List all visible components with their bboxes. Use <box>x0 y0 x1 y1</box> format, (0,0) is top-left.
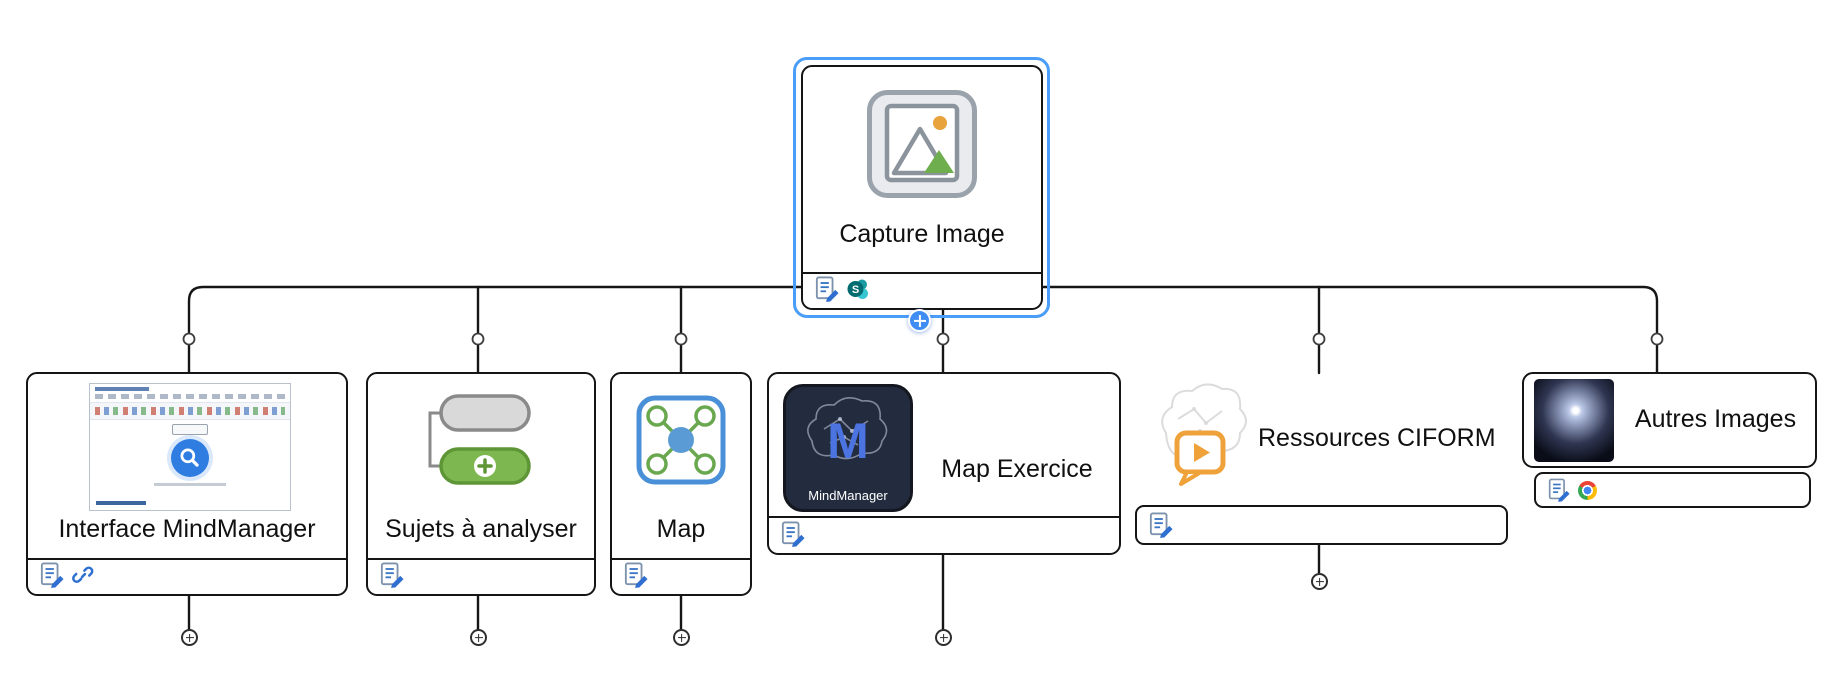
map-icon <box>636 395 726 485</box>
topic-ressources-ciform[interactable]: Ressources CIFORM <box>1135 372 1508 545</box>
topic-map-exercice[interactable]: M MindManager Map Exercice <box>767 372 1121 555</box>
brain-photo <box>1534 379 1614 462</box>
thumbnail-text-line <box>154 483 226 486</box>
video-callout-icon <box>1174 430 1226 486</box>
topic-interface-mindmanager[interactable]: Interface MindManager <box>26 372 348 596</box>
topic-autres-images[interactable]: Autres Images <box>1522 372 1817 468</box>
branch-junction-dot <box>936 332 950 346</box>
add-subtopic-button[interactable] <box>470 629 487 646</box>
topic-label: Map Exercice <box>941 455 1093 483</box>
thumbnail-titlebar <box>95 387 149 391</box>
note-icon[interactable] <box>380 562 404 588</box>
topic-divider <box>612 558 750 560</box>
topic-icon-strip <box>781 521 805 547</box>
link-icon[interactable] <box>72 564 95 587</box>
topic-divider <box>28 558 346 560</box>
thumbnail-menu <box>95 394 285 399</box>
note-icon[interactable] <box>781 521 805 547</box>
topic-icon-strip <box>624 562 648 588</box>
topic-icon-strip <box>380 562 404 588</box>
svg-text:S: S <box>852 284 859 296</box>
topic-divider <box>769 516 1119 518</box>
thumbnail-link-line <box>96 501 146 505</box>
topic-map[interactable]: Map <box>610 372 752 596</box>
topic-icon-strip <box>40 562 95 588</box>
mindmanager-m: M <box>827 413 869 469</box>
note-icon[interactable] <box>1149 512 1173 538</box>
topic-label: Sujets à analyser <box>385 515 577 543</box>
add-subtopic-button[interactable] <box>1311 573 1328 590</box>
topic-label: Autres Images <box>1634 405 1797 433</box>
brain-network-graphic <box>807 397 888 460</box>
topic-icon-strip: S <box>815 276 869 302</box>
topic-label: Interface MindManager <box>58 515 316 543</box>
add-subtopic-button[interactable] <box>181 629 198 646</box>
note-icon[interactable] <box>624 562 648 588</box>
thumbnail-button <box>172 424 208 435</box>
topic-label: Map <box>656 515 706 543</box>
topic-icon-strip <box>1534 472 1811 508</box>
mindmanager-logo: M MindManager <box>783 384 913 512</box>
topic-capture-image[interactable]: Capture Image S <box>801 65 1043 310</box>
thumbnail-ribbon <box>90 402 290 420</box>
sharepoint-icon[interactable]: S <box>847 278 869 300</box>
insert-subtopic-handle[interactable] <box>908 309 931 332</box>
topic-label: Ressources CIFORM <box>1258 424 1496 452</box>
mindmanager-wordmark: MindManager <box>808 488 888 503</box>
branch-junction-dot <box>674 332 688 346</box>
branch-junction-dot <box>182 332 196 346</box>
topic-sujets-a-analyser[interactable]: Sujets à analyser <box>366 372 596 596</box>
branch-junction-dot <box>471 332 485 346</box>
note-icon[interactable] <box>1548 478 1570 502</box>
note-icon[interactable] <box>815 276 839 302</box>
search-icon <box>171 439 209 477</box>
note-icon[interactable] <box>40 562 64 588</box>
topic-label: Capture Image <box>839 220 1005 248</box>
topic-divider <box>803 272 1041 274</box>
topic-icon-strip <box>1135 505 1508 545</box>
topic-divider <box>368 558 594 560</box>
interface-thumbnail <box>89 383 291 511</box>
chrome-icon[interactable] <box>1578 480 1597 500</box>
subtopics-icon <box>428 394 531 485</box>
add-subtopic-button[interactable] <box>935 629 952 646</box>
add-subtopic-button[interactable] <box>673 629 690 646</box>
branch-junction-dot <box>1650 332 1664 346</box>
branch-junction-dot <box>1312 332 1326 346</box>
thumbnail-ribbon-icons <box>95 407 285 415</box>
capture-image-icon <box>867 90 977 198</box>
